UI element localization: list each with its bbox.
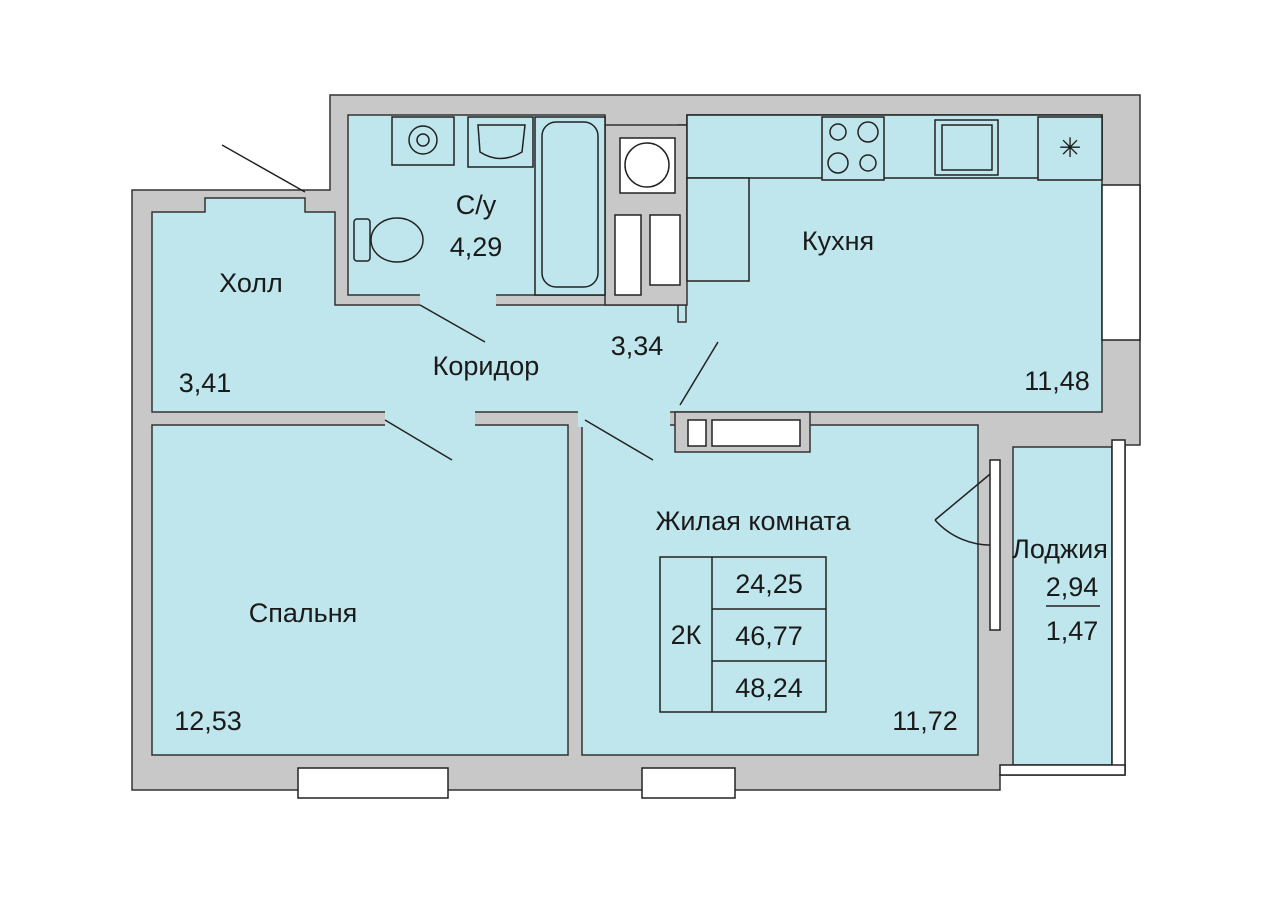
loggia-name: Лоджия (1012, 534, 1108, 564)
total-area: 46,77 (735, 621, 803, 651)
toilet-tank (353, 218, 371, 262)
area-summary-table: 2К 24,25 46,77 48,24 (659, 556, 827, 713)
room-bedroom (151, 424, 569, 756)
radiator (711, 419, 801, 447)
radiator (687, 419, 707, 447)
kitchen-window (1101, 184, 1141, 341)
drum-icon (408, 125, 438, 155)
bedroom-door-gap (385, 411, 475, 427)
toilet-icon (370, 217, 424, 263)
kitchen-area: 11,48 (1024, 366, 1090, 396)
total-area-with-loggia: 48,24 (735, 673, 803, 703)
hood-icon: ✳ (1059, 133, 1082, 163)
hall-name: Холл (219, 268, 283, 298)
burner-icon (827, 152, 849, 174)
loggia-door-frame (989, 459, 1001, 631)
bathroom-area: 4,29 (450, 232, 503, 262)
living-name: Жилая комната (655, 506, 851, 536)
burner-icon (857, 121, 879, 143)
bathroom-door-gap (420, 294, 496, 307)
bedroom-name: Спальня (249, 598, 358, 628)
washing-machine (391, 116, 455, 166)
living-area: 11,72 (892, 706, 958, 736)
entrance-door[interactable] (221, 144, 306, 193)
loggia-door[interactable] (934, 469, 996, 546)
sink-bowl-icon (477, 124, 526, 160)
burner-icon (859, 154, 877, 172)
table-border (659, 556, 827, 713)
living-door-gap (578, 411, 670, 427)
living-window (641, 767, 736, 799)
corridor-name: Коридор (433, 351, 540, 381)
bathtub-inner (541, 121, 599, 288)
burner-icon (829, 123, 847, 141)
kitchen-counter-side (686, 177, 750, 282)
loggia-window-bottom (999, 764, 1126, 776)
duct (614, 214, 642, 296)
kitchen-sink (934, 119, 999, 176)
loggia-area-reduced: 1,47 (1046, 616, 1099, 646)
apartment-type: 2К (671, 620, 702, 650)
bedroom-window (297, 767, 449, 799)
kitchen-sink-bowl (941, 124, 993, 171)
hall-area: 3,41 (179, 368, 232, 398)
kitchen-door[interactable] (679, 341, 719, 406)
bedroom-area: 12,53 (174, 706, 242, 736)
boiler (619, 137, 676, 194)
bedroom-door[interactable] (384, 419, 453, 461)
loggia-area: 2,94 (1046, 572, 1099, 602)
kitchen-counter (686, 114, 1103, 179)
bathtub (534, 116, 606, 296)
drum-inner-icon (416, 133, 430, 147)
bathroom-name: С/у (456, 190, 497, 220)
hood (1037, 116, 1103, 181)
boiler-circle (624, 142, 670, 188)
corridor-area: 3,34 (611, 331, 664, 361)
kitchen-name: Кухня (802, 226, 874, 256)
loggia-window (1111, 439, 1126, 771)
duct (649, 214, 681, 286)
bathroom-door[interactable] (419, 304, 486, 343)
living-door[interactable] (584, 419, 654, 461)
living-area-total: 24,25 (735, 569, 803, 599)
